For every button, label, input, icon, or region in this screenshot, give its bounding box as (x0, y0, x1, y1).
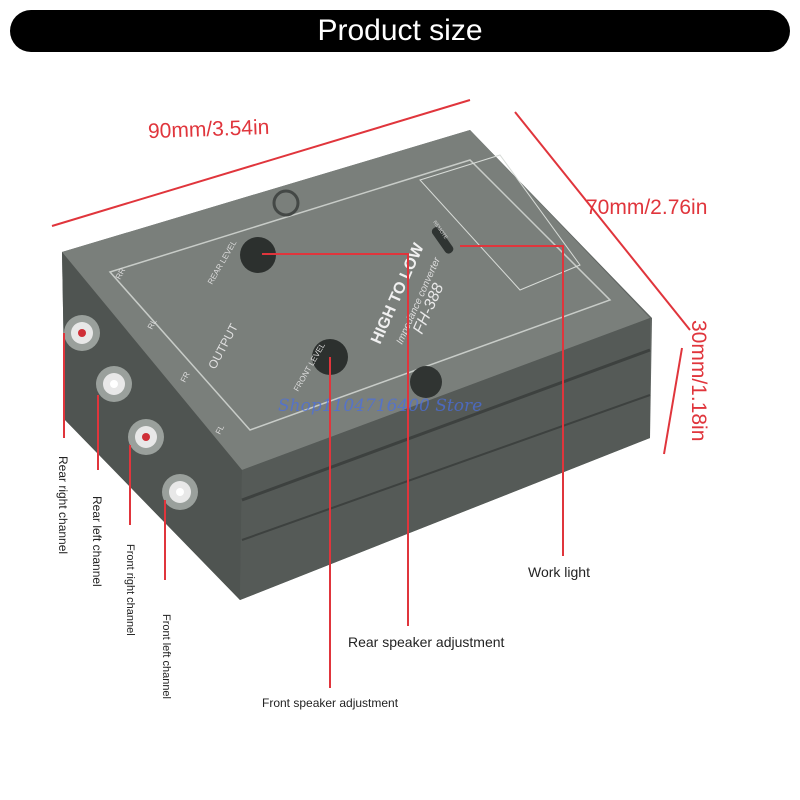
store-watermark: Shop1104716400 Store (278, 396, 483, 416)
rear-level-dial (240, 237, 276, 273)
front-left-label: Front left channel (160, 614, 172, 699)
mount-hole (272, 189, 300, 217)
channel-mark: RL (146, 317, 159, 331)
work-light-label: Work light (528, 564, 590, 580)
page-title: Product size (317, 14, 483, 47)
title-banner: Product size (10, 10, 790, 52)
rear-adjust-leader (262, 253, 409, 626)
rear-left-label: Rear left channel (90, 496, 104, 587)
height-dimension-line (663, 347, 683, 455)
height-dimension-label: 30mm/1.18in (687, 320, 710, 442)
length-dimension-label: 90mm/3.54in (147, 115, 270, 144)
work-light-leader (460, 245, 564, 556)
rca-jack (128, 419, 164, 455)
front-right-label: Front right channel (124, 544, 136, 636)
rca-jack (96, 366, 132, 402)
rca-jack (64, 315, 100, 351)
rca-jack (162, 474, 198, 510)
channel-mark: FL (214, 423, 227, 436)
width-dimension-label: 70mm/2.76in (586, 196, 708, 219)
front-adjust-label: Front speaker adjustment (262, 696, 399, 710)
work-light-led (431, 226, 454, 254)
length-dimension-line (51, 99, 471, 227)
width-dimension-line (514, 111, 691, 331)
base-screw (410, 366, 442, 398)
device-top-face (62, 130, 650, 470)
rear-adjust-label: Rear speaker adjustment (348, 634, 505, 650)
rear-right-label: Rear right channel (56, 456, 70, 555)
